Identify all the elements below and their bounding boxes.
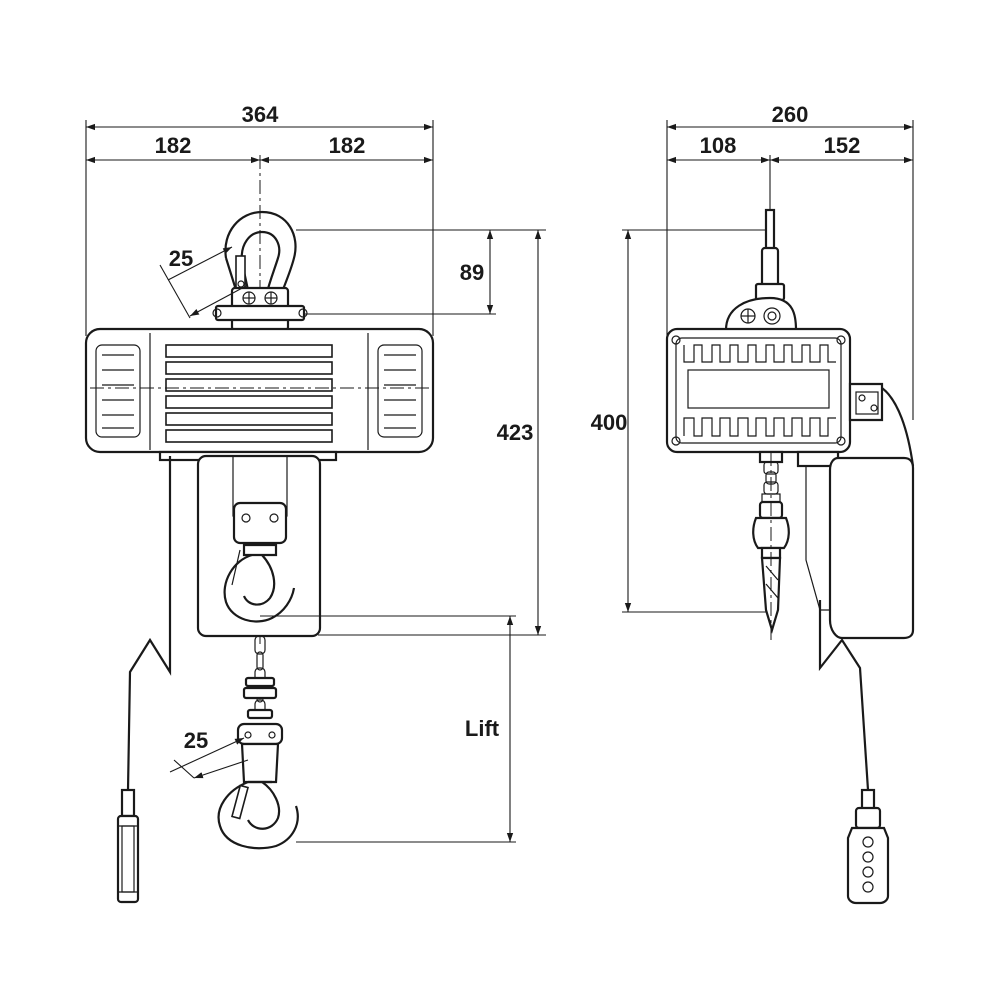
dim-label-152: 152 (824, 133, 861, 158)
front-view: 364 182 182 (84, 102, 546, 904)
dim-top-hook-height: 89 (296, 229, 496, 315)
motor-body (84, 327, 435, 462)
chain-stopper (242, 676, 278, 720)
dim-label-108: 108 (700, 133, 737, 158)
side-body (665, 327, 852, 454)
pendant-switch-front (116, 788, 140, 904)
side-chain-hook (752, 450, 790, 640)
dim-side-split: 108 152 (667, 133, 913, 210)
dim-side-total-width: 260 (667, 102, 913, 131)
dim-hook-opening-top: 25 (159, 246, 247, 319)
dim-lift: Lift (260, 615, 516, 843)
pendant-cable-side (818, 600, 870, 791)
side-bracket (848, 382, 915, 467)
dim-label-423: 423 (497, 420, 534, 445)
pendant-cable-front (126, 456, 172, 791)
dim-label-260: 260 (772, 102, 809, 127)
dim-label-182-left: 182 (155, 133, 192, 158)
dim-label-89: 89 (460, 260, 484, 285)
dim-label-25-top: 25 (169, 246, 193, 271)
top-hook-side (724, 208, 798, 332)
side-view: 260 108 152 400 (591, 102, 915, 905)
control-box-side (796, 450, 915, 640)
dim-overall-height-side: 400 (591, 229, 766, 613)
dim-label-364: 364 (242, 102, 279, 127)
top-hook-bracket (212, 286, 308, 332)
bottom-hook (217, 722, 299, 850)
dim-front-halves: 182 182 (86, 133, 433, 164)
dim-label-lift: Lift (465, 716, 500, 741)
dim-hook-opening-bottom: 25 (169, 728, 249, 779)
dim-label-182-right: 182 (329, 133, 366, 158)
pendant-switch-side (846, 788, 890, 905)
dim-label-400: 400 (591, 410, 628, 435)
dim-label-25-bottom: 25 (184, 728, 208, 753)
inner-hook-block (223, 501, 296, 623)
dim-front-total-width: 364 (86, 102, 433, 131)
